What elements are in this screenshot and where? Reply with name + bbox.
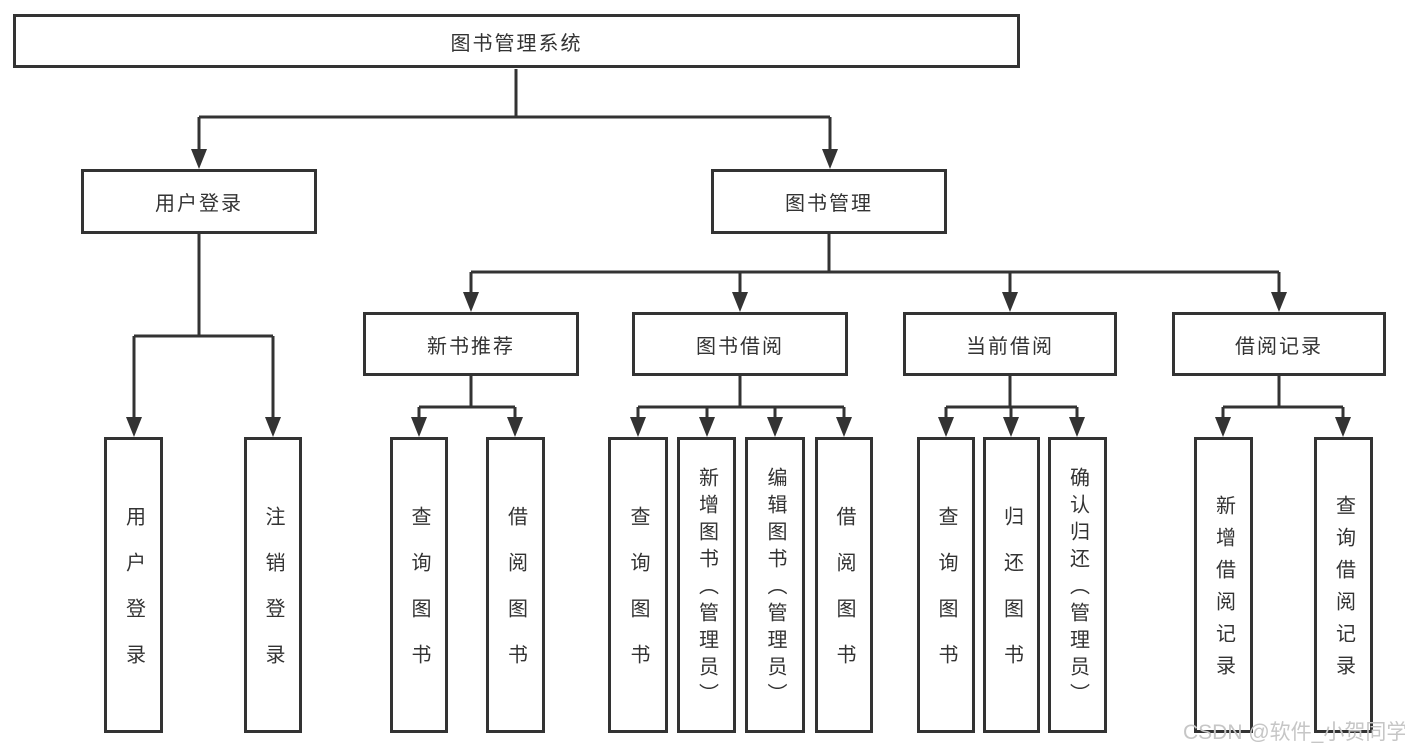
leaf-logout-login-label: 注销登录 <box>262 506 284 690</box>
connector-line <box>1221 376 1345 420</box>
arrowhead-down-icon <box>126 417 142 437</box>
connector-userlogin-to-leaves <box>126 234 281 437</box>
connector-line <box>944 376 1079 420</box>
watermark: CSDN @软件_小贺同学 <box>1183 721 1405 744</box>
leaf-add-borrow-record-label: 新增借阅记录 <box>1212 495 1235 687</box>
leaf-query-borrow-record: 查询借阅记录 <box>1314 437 1373 733</box>
arrowhead-down-icon <box>507 417 523 437</box>
arrowhead-down-icon <box>630 417 646 437</box>
arrowhead-down-icon <box>836 417 852 437</box>
node-book-management: 图书管理 <box>711 169 947 234</box>
leaf-add-borrow-record: 新增借阅记录 <box>1194 437 1253 733</box>
leaf-user-login: 用户登录 <box>104 437 163 733</box>
arrowhead-down-icon <box>1069 417 1085 437</box>
leaf-borrow-books-2-label: 借阅图书 <box>833 506 855 690</box>
connector-bookmgmt-to-level3 <box>463 234 1287 312</box>
arrowhead-down-icon <box>1002 292 1018 312</box>
leaf-query-books-2-label: 查询图书 <box>627 506 649 690</box>
node-user-login-label: 用户登录 <box>155 193 243 215</box>
leaf-edit-book-admin: 编辑图书（管理员） <box>745 437 805 733</box>
node-user-login: 用户登录 <box>81 169 317 234</box>
leaf-borrow-books-2: 借阅图书 <box>815 437 873 733</box>
leaf-query-books-2: 查询图书 <box>608 437 668 733</box>
leaf-query-borrow-record-label: 查询借阅记录 <box>1332 495 1355 687</box>
leaf-query-books-1-label: 查询图书 <box>408 506 430 690</box>
connector-currentborrow-to-leaves <box>938 376 1085 437</box>
leaf-confirm-return-admin-label: 确认归还（管理员） <box>1066 467 1089 710</box>
node-book-borrow-label: 图书借阅 <box>696 335 784 358</box>
leaf-edit-book-admin-label: 编辑图书（管理员） <box>764 467 786 710</box>
arrowhead-down-icon <box>1003 417 1019 437</box>
arrowhead-down-icon <box>732 292 748 312</box>
arrowhead-down-icon <box>1215 417 1231 437</box>
connector-borrowrecords-to-leaves <box>1215 376 1351 437</box>
leaf-add-book-admin: 新增图书（管理员） <box>677 437 736 733</box>
arrowhead-down-icon <box>463 292 479 312</box>
connector-line <box>469 234 1281 295</box>
arrowhead-down-icon <box>699 417 715 437</box>
arrowhead-down-icon <box>265 417 281 437</box>
leaf-logout-login: 注销登录 <box>244 437 302 733</box>
node-borrow-records: 借阅记录 <box>1172 312 1386 376</box>
leaf-return-book-label: 归还图书 <box>1000 506 1023 690</box>
arrowhead-down-icon <box>191 149 207 169</box>
node-new-book-recommend: 新书推荐 <box>363 312 579 376</box>
connector-line <box>636 376 846 420</box>
leaf-borrow-books-1: 借阅图书 <box>486 437 545 733</box>
arrowhead-down-icon <box>411 417 427 437</box>
connector-line <box>417 376 517 420</box>
connector-root-to-level2 <box>191 69 838 169</box>
leaf-add-book-admin-label: 新增图书（管理员） <box>695 467 718 710</box>
node-book-borrow: 图书借阅 <box>632 312 848 376</box>
node-root-label: 图书管理系统 <box>450 32 583 55</box>
arrowhead-down-icon <box>767 417 783 437</box>
connector-line <box>197 69 832 155</box>
leaf-query-books-1: 查询图书 <box>390 437 448 733</box>
connector-bookborrow-to-leaves <box>630 376 852 437</box>
leaf-return-book: 归还图书 <box>983 437 1040 733</box>
node-current-borrow: 当前借阅 <box>903 312 1117 376</box>
node-book-management-label: 图书管理 <box>785 193 873 215</box>
leaf-confirm-return-admin: 确认归还（管理员） <box>1048 437 1107 733</box>
leaf-borrow-books-1-label: 借阅图书 <box>504 506 527 690</box>
node-current-borrow-label: 当前借阅 <box>966 335 1054 358</box>
node-root: 图书管理系统 <box>13 14 1020 68</box>
arrowhead-down-icon <box>938 417 954 437</box>
node-borrow-records-label: 借阅记录 <box>1235 335 1323 358</box>
connector-newbook-to-leaves <box>411 376 523 437</box>
arrowhead-down-icon <box>1335 417 1351 437</box>
leaf-query-books-3: 查询图书 <box>917 437 975 733</box>
leaf-query-books-3-label: 查询图书 <box>935 506 957 690</box>
arrowhead-down-icon <box>822 149 838 169</box>
node-new-book-recommend-label: 新书推荐 <box>427 335 515 358</box>
leaf-user-login-label: 用户登录 <box>122 506 145 690</box>
arrowhead-down-icon <box>1271 292 1287 312</box>
connector-line <box>132 234 275 420</box>
